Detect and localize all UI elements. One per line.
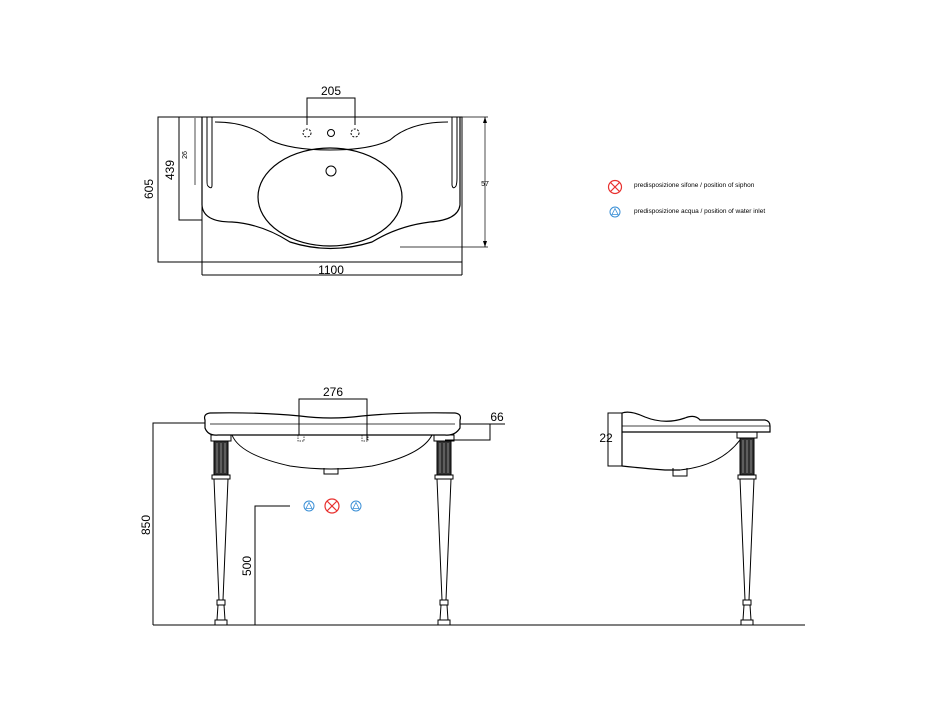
- front-leg-left: [210, 434, 232, 626]
- dim-605: 605: [142, 179, 156, 199]
- tap-hole-left: [302, 128, 312, 138]
- arrow-down: [483, 241, 487, 247]
- dim-66: 66: [490, 410, 504, 424]
- tap-hole-right: [350, 128, 360, 138]
- dim-1100: 1100: [318, 263, 344, 277]
- siphon-bracket: [254, 505, 290, 625]
- dim-500: 500: [240, 556, 254, 576]
- water-inlet-icon: [303, 500, 315, 512]
- side-thickness-bracket: [607, 412, 622, 467]
- side-leg: [736, 431, 758, 626]
- top-view: 1100 605 439 26 57 205: [142, 84, 489, 277]
- thickness-bracket: [445, 423, 491, 441]
- drain-hole: [325, 165, 337, 177]
- dim-850: 850: [139, 515, 153, 535]
- side-back-panel: [621, 413, 680, 471]
- side-drain: [672, 468, 688, 477]
- front-leg-right: [433, 434, 455, 626]
- front-view: 850 500 276 66: [139, 385, 805, 626]
- front-tap-left: [297, 434, 305, 442]
- front-holes-bracket: [298, 398, 368, 440]
- bowl-ellipse: [257, 147, 403, 247]
- water-inlet-icon: [350, 500, 362, 512]
- front-tap-right: [361, 434, 369, 442]
- dim-276: 276: [323, 385, 343, 399]
- front-bowl: [231, 434, 433, 470]
- dim-205: 205: [321, 84, 341, 98]
- backsplash-right: [451, 117, 458, 189]
- height-bracket: [152, 422, 205, 625]
- dim-22: 22: [599, 431, 613, 445]
- dim-57: 57: [481, 181, 489, 188]
- siphon-icon: [324, 498, 340, 514]
- deck-curve: [214, 121, 449, 151]
- dim-439: 439: [163, 160, 177, 180]
- siphon-icon: [607, 179, 623, 195]
- side-top-profile: [621, 411, 771, 433]
- side-view: 22: [599, 411, 771, 626]
- top-view-outer-frame: [157, 116, 463, 263]
- basin-depth-bracket: [178, 116, 202, 221]
- tap-hole-center: [327, 129, 335, 137]
- arrow-up: [483, 117, 487, 123]
- side-bowl: [679, 439, 741, 471]
- basin-top-outline: [201, 117, 461, 250]
- water-inlet-icon: [609, 206, 621, 218]
- backsplash-outline: [206, 117, 213, 189]
- dim-26: 26: [182, 151, 189, 159]
- holes-bracket: [306, 97, 356, 125]
- front-drain: [323, 468, 339, 475]
- legend-water-label: predisposizione acqua / position of wate…: [634, 208, 765, 215]
- legend: predisposizione sifone / position of sip…: [607, 179, 765, 218]
- legend-siphon-label: predisposizione sifone / position of sip…: [634, 182, 755, 189]
